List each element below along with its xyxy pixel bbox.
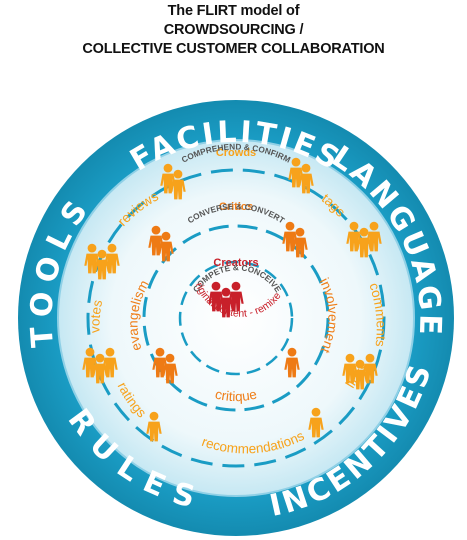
word-critique: critique — [214, 387, 259, 405]
title: The FLIRT model of CROWDSOURCING / COLLE… — [0, 2, 467, 59]
creators-title: Creators — [213, 257, 258, 269]
word-votes: votes — [87, 298, 105, 333]
title-line-3: COLLECTIVE CUSTOMER COLLABORATION — [82, 41, 385, 57]
creators-ring — [178, 260, 294, 376]
title-line-1: The FLIRT model of — [167, 3, 300, 19]
inner-disc — [57, 139, 415, 497]
crowds-title: Crowds — [216, 147, 256, 159]
title-line-2: CROWDSOURCING / — [163, 22, 304, 38]
crowds-ring — [86, 168, 386, 468]
critics-title: Critics — [219, 201, 253, 213]
critics-ring — [142, 224, 330, 412]
